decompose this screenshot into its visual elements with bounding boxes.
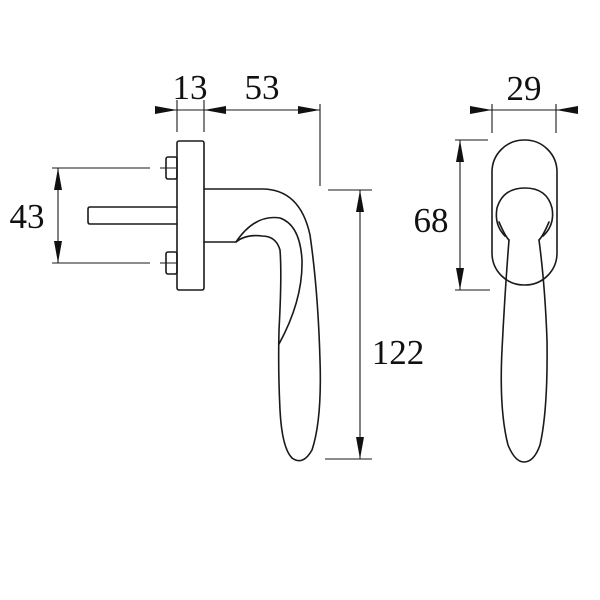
dim-122-label: 122 xyxy=(372,333,425,372)
dim-29-label: 29 xyxy=(507,69,542,108)
dimension-29: 29 xyxy=(470,69,578,133)
dimension-43: 43 xyxy=(10,167,150,264)
handle-collar xyxy=(495,187,554,237)
rosette-front xyxy=(491,139,558,286)
front-view: 29 68 xyxy=(414,69,578,463)
handle-contour-line xyxy=(235,216,303,345)
collar-inner-right xyxy=(538,221,550,241)
rosette-side xyxy=(176,140,205,291)
dim-68-label: 68 xyxy=(414,201,449,240)
spindle xyxy=(87,206,178,225)
dim-53-label: 53 xyxy=(245,68,280,107)
dimension-68: 68 xyxy=(414,139,490,291)
dimension-122: 122 xyxy=(325,189,425,460)
handle-lever-front xyxy=(500,239,548,463)
handle-lever-side xyxy=(203,188,322,462)
dimension-13-53: 13 53 xyxy=(155,68,321,186)
side-view: 13 53 43 122 xyxy=(10,68,425,462)
dim-43-label: 43 xyxy=(10,197,45,236)
bolt-top xyxy=(160,156,178,180)
bolt-bottom xyxy=(160,251,178,275)
collar-inner-left xyxy=(498,221,510,241)
dim-13-label: 13 xyxy=(173,68,208,107)
